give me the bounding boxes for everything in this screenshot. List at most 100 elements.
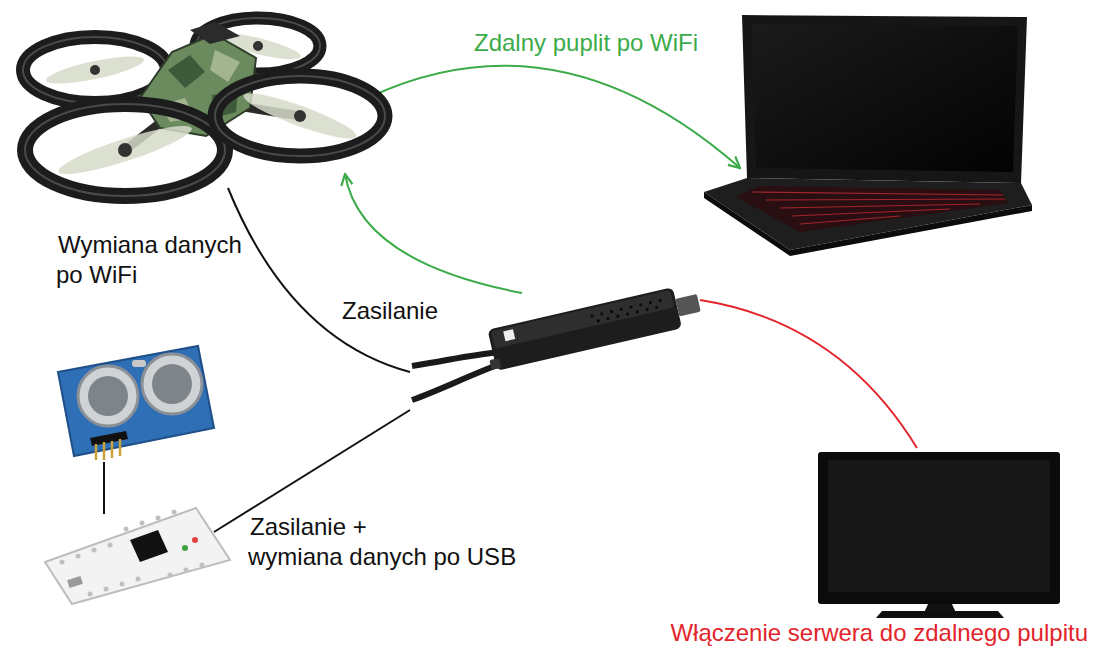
power-wire-part [228, 188, 410, 372]
tv-stick-illustration-part-part-part [600, 312, 604, 316]
ultrasonic-sensor-illustration [58, 346, 214, 460]
drone-illustration-part [240, 86, 360, 146]
drone-illustration-part [25, 104, 225, 196]
microcontroller-board-illustration-part [192, 537, 198, 543]
microcontroller-board-illustration-part-part [184, 568, 189, 573]
hdmi-link-part [700, 300, 917, 448]
microcontroller-board-illustration-part-part [140, 521, 145, 526]
ultrasonic-sensor-illustration-part [58, 346, 214, 456]
tv-stick-illustration-part-part [489, 358, 501, 370]
tv-stick-illustration-part [412, 362, 505, 400]
microcontroller-board-illustration-part [67, 576, 83, 588]
tv-stick-illustration-part-part [487, 287, 682, 371]
tv-stick-illustration-part-part [491, 290, 674, 349]
microcontroller-board-illustration-part-part [92, 548, 97, 553]
microcontroller-board-illustration-part [130, 530, 168, 562]
microcontroller-board-illustration-part [60, 510, 205, 597]
drone-illustration-part [294, 110, 306, 122]
tv-stick-illustration-part-part-part [635, 310, 639, 314]
monitor-illustration-part [876, 611, 1004, 618]
microcontroller-board-illustration-part-part [156, 516, 161, 521]
label-text: Wymiana danych po WiFi [56, 231, 242, 288]
tv-stick-illustration-part-part-part [590, 314, 594, 318]
tv-stick-illustration-part-part-part [629, 305, 633, 309]
wifi-arrow-part [372, 66, 740, 168]
microcontroller-board-illustration-part-part [172, 510, 177, 515]
microcontroller-board-illustration-part-part [124, 527, 129, 532]
drone-illustration-part [90, 65, 100, 75]
tv-stick-illustration-part-part [675, 294, 700, 316]
tv-stick-illustration-part-part [590, 298, 663, 323]
annotation-label: Zasilanie [340, 296, 440, 326]
tv-stick-illustration-part-part-part [649, 301, 653, 305]
tv-stick-illustration-part [412, 352, 500, 366]
microcontroller-board-illustration-part-part [136, 577, 141, 582]
ultrasonic-sensor-illustration-part [78, 366, 138, 426]
microcontroller-board-illustration-part-part [104, 587, 109, 592]
drone-illustration-part [215, 76, 385, 156]
ultrasonic-sensor-illustration-part [142, 354, 202, 414]
tv-stick-illustration-part-part-part [610, 310, 614, 314]
drone-illustration-part [55, 118, 195, 182]
tv-stick-illustration-part-part-part [639, 303, 643, 307]
label-text: Włączenie serwera do zdalnego pulpitu [668, 619, 1090, 646]
microcontroller-board-illustration-part-part [76, 554, 81, 559]
microcontroller-board-illustration-part-part [120, 582, 125, 587]
tv-stick-illustration-part-part-part [606, 317, 610, 321]
annotation-label: Zasilanie + wymiana danych po USB [248, 512, 540, 572]
laptop-illustration-part [736, 186, 1008, 232]
annotation-label: Włączenie serwera do zdalnego pulpitu [668, 618, 1090, 648]
drone-illustration-part [215, 76, 385, 156]
drone-illustration-part [168, 55, 205, 88]
drone-illustration-part [25, 104, 225, 196]
tv-stick-illustration-part-part-part [655, 305, 659, 309]
tv-stick-illustration-part-part-part [645, 308, 649, 312]
laptop-illustration-part [752, 24, 1018, 172]
tv-stick-illustration-part-part-part [616, 314, 620, 318]
annotation-label: Zdalny puplit po WiFi [472, 28, 700, 58]
wifi-arrow [345, 66, 740, 293]
tv-stick-illustration [412, 282, 704, 400]
laptop-illustration-part [790, 205, 1032, 256]
microcontroller-board-illustration [45, 508, 230, 604]
tv-stick-illustration-part-part-part [626, 312, 630, 316]
ultrasonic-sensor-illustration-part [96, 439, 120, 460]
microcontroller-board-illustration-part [45, 508, 230, 604]
monitor-illustration-part [818, 452, 1060, 604]
laptop-illustration-part [704, 192, 790, 256]
drone-illustration-part [118, 143, 132, 157]
microcontroller-board-illustration-part-part [108, 543, 113, 548]
tv-stick-illustration-part [483, 282, 704, 372]
drone-illustration-part [44, 51, 146, 89]
drone-illustration-part [253, 41, 263, 51]
power-wire-part [103, 462, 105, 514]
tv-stick-illustration-part-part-part [619, 307, 623, 311]
laptop-illustration [704, 15, 1032, 256]
drone-illustration [23, 18, 385, 196]
laptop-illustration-part [742, 15, 1027, 183]
drone-illustration-part [210, 50, 240, 82]
microcontroller-board-illustration-part [182, 545, 188, 551]
tv-stick-illustration-part-part-part [596, 319, 600, 323]
annotation-label: Wymiana danych po WiFi [56, 230, 256, 290]
label-text: Zasilanie [340, 297, 440, 324]
microcontroller-board-illustration-part-part [168, 573, 173, 578]
hdmi-link [700, 300, 917, 448]
label-text: Zdalny puplit po WiFi [472, 29, 700, 56]
ultrasonic-sensor-illustration-part [88, 376, 128, 416]
ultrasonic-sensor-illustration-part [90, 431, 128, 446]
monitor-illustration [818, 452, 1060, 618]
tv-stick-illustration-part-part [503, 329, 515, 341]
tv-stick-illustration-part-part-part [658, 298, 662, 302]
monitor-illustration-part [828, 460, 1050, 592]
drone-illustration-part [190, 22, 240, 44]
wifi-arrow-part [345, 174, 522, 293]
ultrasonic-sensor-illustration-part [132, 360, 146, 367]
line-break-spacer [418, 512, 540, 542]
microcontroller-board-illustration-part-part [60, 560, 65, 565]
label-text: Zasilanie + wymiana danych po USB [248, 513, 518, 570]
microcontroller-board-illustration-part-part [200, 563, 205, 568]
microcontroller-board-illustration-part-part [88, 592, 93, 597]
